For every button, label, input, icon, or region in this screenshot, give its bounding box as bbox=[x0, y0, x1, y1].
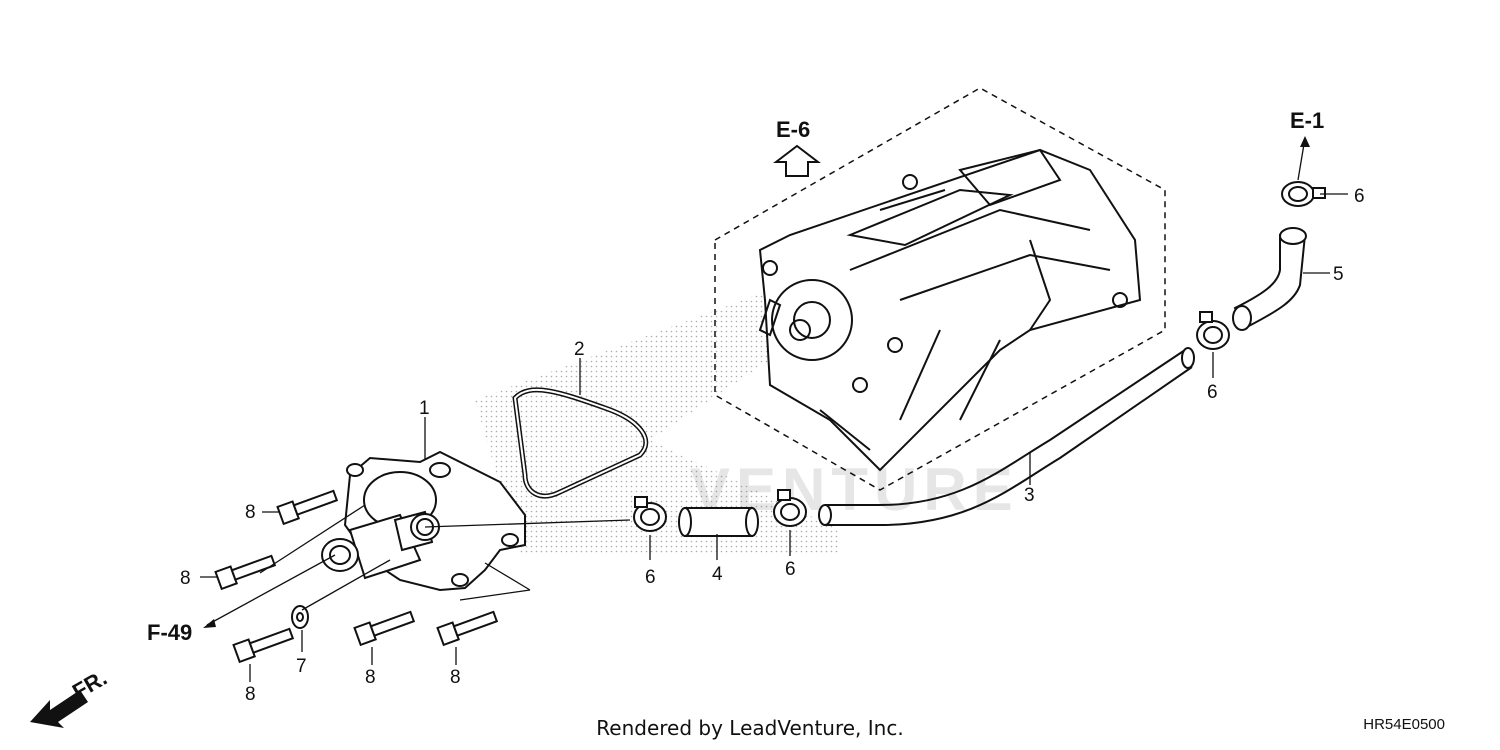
clamp-part-6-a bbox=[633, 496, 667, 532]
clamp-part-6-b bbox=[773, 489, 807, 527]
engine-case bbox=[758, 148, 1142, 472]
callout-6-a: 6 bbox=[645, 567, 656, 588]
callout-4: 4 bbox=[712, 564, 723, 585]
callout-2: 2 bbox=[574, 339, 585, 360]
clamp-part-6-c bbox=[1196, 311, 1230, 350]
front-arrow-icon bbox=[30, 690, 88, 728]
callout-7: 7 bbox=[296, 656, 307, 677]
ref-e6-label: E-6 bbox=[776, 117, 810, 142]
callout-8-d: 8 bbox=[365, 667, 376, 688]
callout-8-b: 8 bbox=[180, 568, 191, 589]
water-pump-part-1 bbox=[321, 450, 526, 592]
callout-5: 5 bbox=[1333, 264, 1344, 285]
callout-6-c: 6 bbox=[1207, 382, 1218, 403]
callout-6-b: 6 bbox=[785, 559, 796, 580]
washer-part-7 bbox=[291, 605, 309, 629]
arrow-head-icon bbox=[1300, 136, 1310, 147]
callout-8-a: 8 bbox=[245, 502, 256, 523]
pipe-part-3 bbox=[818, 347, 1195, 526]
bolts-part-8 bbox=[214, 489, 499, 664]
leader-lines bbox=[200, 193, 1348, 682]
callout-1: 1 bbox=[419, 398, 430, 419]
callout-6-d: 6 bbox=[1354, 186, 1365, 207]
diagram-code: HR54E0500 bbox=[1363, 716, 1445, 733]
elbow-hose-part-5 bbox=[1232, 227, 1307, 331]
ref-e1-label: E-1 bbox=[1290, 108, 1324, 133]
clamp-part-6-d bbox=[1281, 181, 1326, 207]
up-arrow-icon bbox=[773, 144, 821, 177]
arrow-head-icon bbox=[203, 619, 216, 628]
ref-f49-label: F-49 bbox=[147, 620, 192, 645]
callout-8-c: 8 bbox=[245, 684, 256, 705]
footer-credit: Rendered by LeadVenture, Inc. bbox=[596, 716, 904, 740]
callout-8-e: 8 bbox=[450, 667, 461, 688]
callout-3: 3 bbox=[1024, 485, 1035, 506]
hose-part-4 bbox=[678, 507, 759, 537]
